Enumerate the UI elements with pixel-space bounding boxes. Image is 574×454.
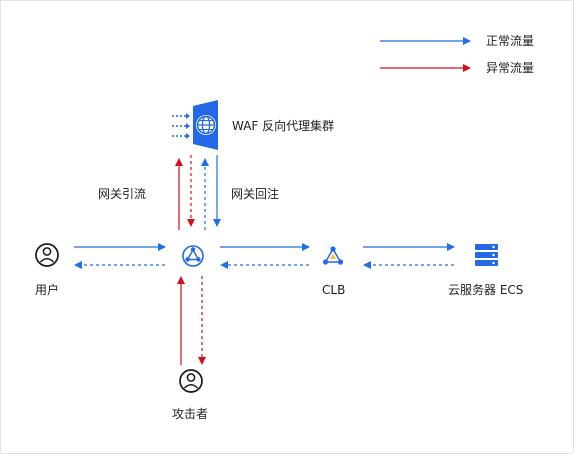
server-stack-icon [475,244,498,266]
clb-ecs-flows [363,243,455,269]
gateway-clb-flows [220,243,310,269]
return-label: 网关回注 [231,186,279,201]
divert-label: 网关引流 [98,187,146,201]
waf-label: WAF 反向代理集群 [232,118,334,133]
ecs-node: 云服务器 ECS [448,244,523,297]
clb-label: CLB [322,283,345,297]
clb-node: CLB [322,246,345,297]
user-label: 用户 [35,282,59,297]
legend-abnormal: 异常流量 [380,61,534,75]
attacker-label: 攻击者 [172,407,208,421]
attacker-gateway-flows [177,276,206,365]
waf-node: WAF 反向代理集群 [172,100,334,150]
waf-globe-icon [172,100,218,150]
legend: 正常流量 异常流量 [380,34,534,75]
waf-gateway-flows: 网关引流 网关回注 [98,155,279,230]
gateway-hub-icon [182,245,204,267]
legend-abnormal-label: 异常流量 [486,61,534,75]
user-circle-icon [35,243,59,267]
load-balancer-icon [322,246,344,265]
user-node: 用户 [35,243,59,297]
ecs-label: 云服务器 ECS [448,282,523,297]
gateway-node [182,245,204,267]
user-gateway-flows [74,243,166,269]
attacker-node: 攻击者 [172,369,208,421]
attacker-icon [179,369,203,393]
legend-normal: 正常流量 [380,34,534,48]
legend-normal-label: 正常流量 [486,34,534,48]
